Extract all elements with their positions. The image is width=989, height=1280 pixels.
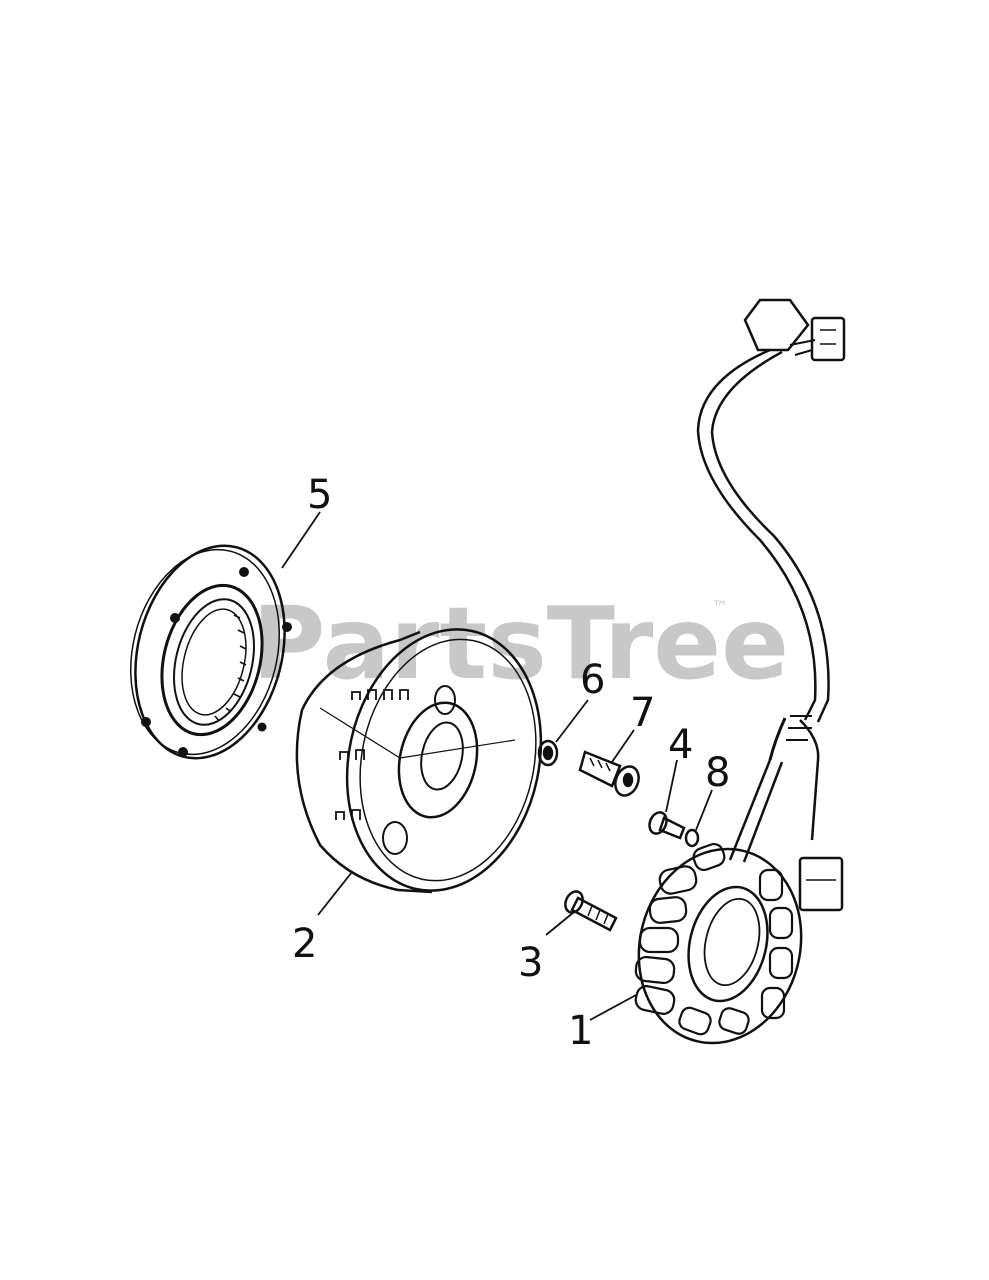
part-flywheel-rotor (295, 628, 543, 894)
leader-2 (317, 871, 353, 916)
leader-1 (589, 994, 637, 1021)
callout-1: 1 (568, 1008, 593, 1054)
leader-4 (665, 759, 678, 813)
part-small-bolt (648, 811, 686, 840)
callout-2: 2 (292, 921, 317, 967)
callout-8: 8 (705, 750, 730, 796)
leader-lines (281, 511, 713, 1021)
leader-6 (555, 699, 589, 743)
part-stator-harness (634, 298, 846, 1045)
callout-3: 3 (518, 940, 543, 986)
callout-5: 5 (307, 472, 332, 518)
part-stator-bolt (564, 890, 618, 932)
callout-7: 7 (630, 690, 655, 736)
callout-labels: 5 6 7 4 8 2 3 1 (292, 472, 730, 1054)
leader-5 (281, 511, 321, 569)
leader-7 (611, 729, 635, 763)
watermark: PartsTree ™ (252, 585, 789, 702)
leader-3 (545, 911, 575, 936)
leader-8 (695, 789, 713, 831)
watermark-text: PartsTree (252, 585, 789, 702)
watermark-trademark: ™ (712, 597, 728, 616)
part-flywheel-bolt (578, 750, 640, 797)
part-washer (537, 739, 559, 767)
part-small-washer (684, 828, 700, 848)
callout-4: 4 (668, 722, 693, 768)
part-starter-clutch-flange (129, 544, 292, 760)
callout-6: 6 (580, 657, 605, 703)
